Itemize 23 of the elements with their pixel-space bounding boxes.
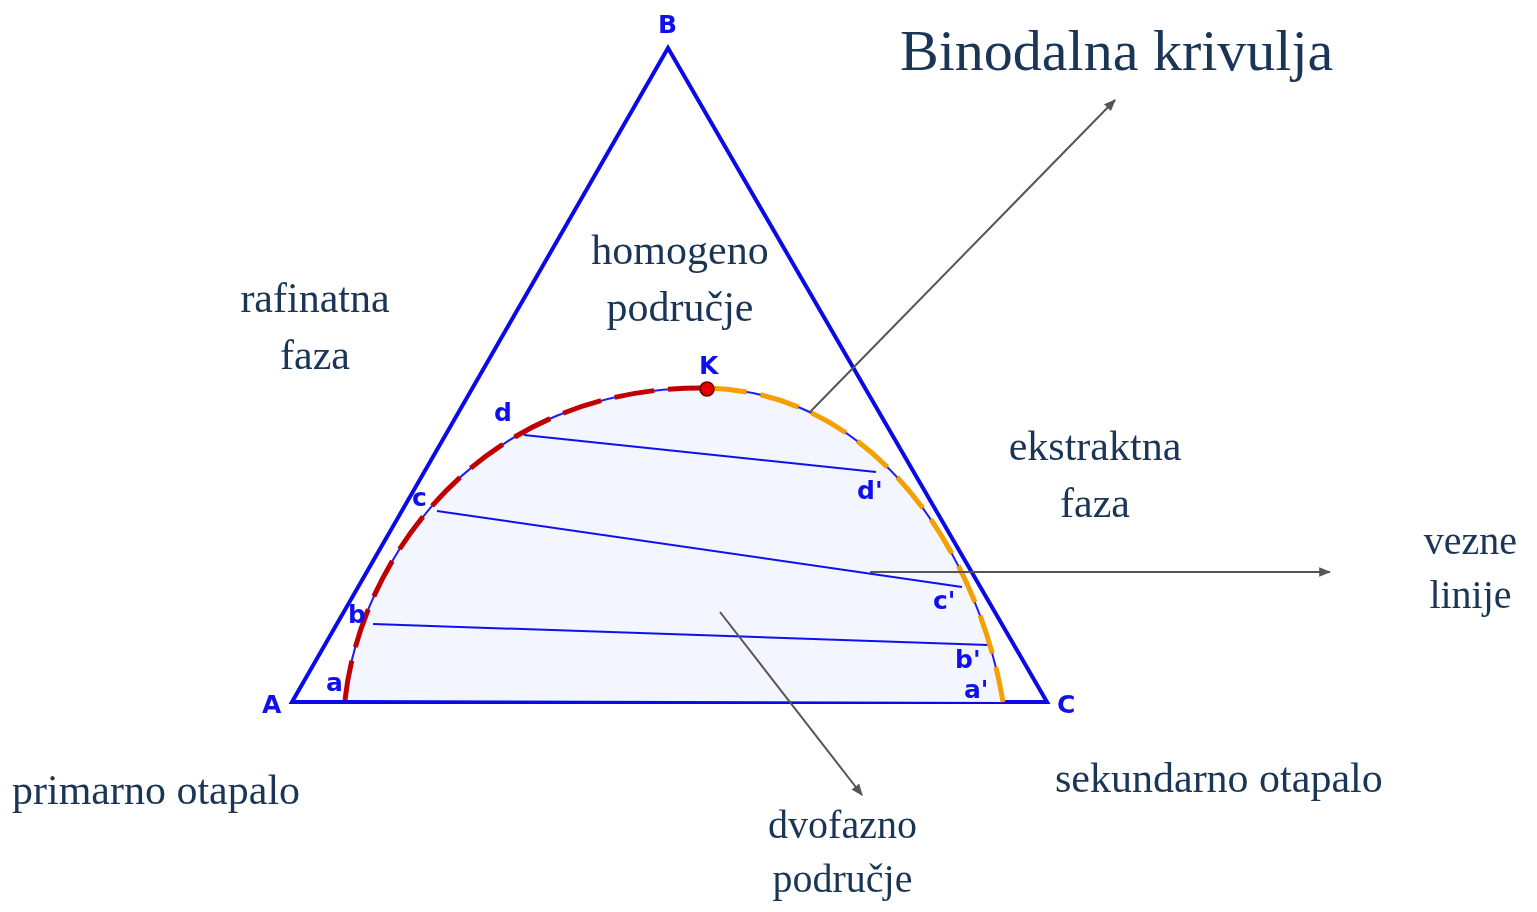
region-label: sekundarno otapalo — [1055, 754, 1383, 803]
point-label: C — [1057, 692, 1076, 717]
point-label: A — [262, 692, 282, 717]
point-label: a' — [964, 677, 989, 702]
point-label: d' — [857, 478, 883, 503]
callout-text: Binodalna krivulja — [900, 12, 1334, 91]
leader-line — [809, 99, 1116, 413]
point-label: B — [658, 12, 678, 37]
region-label: primarno otapalo — [12, 766, 301, 815]
point-label: d — [494, 400, 512, 425]
point-label: a — [326, 670, 343, 695]
leader-line — [869, 567, 1332, 577]
point-label: c — [412, 485, 427, 510]
point-label: b — [348, 602, 366, 627]
region-label: ekstraktna faza — [1007, 422, 1183, 528]
callout-text: vezne linije — [1398, 514, 1537, 622]
leader-line — [719, 611, 863, 796]
point-label: K — [699, 353, 719, 378]
region-label: homogeno područje — [590, 226, 770, 332]
point-label: b' — [955, 647, 981, 672]
region-label: rafinatna faza — [239, 274, 391, 380]
point-label: c' — [933, 588, 956, 613]
callout-text: dvofazno područje — [735, 798, 950, 906]
